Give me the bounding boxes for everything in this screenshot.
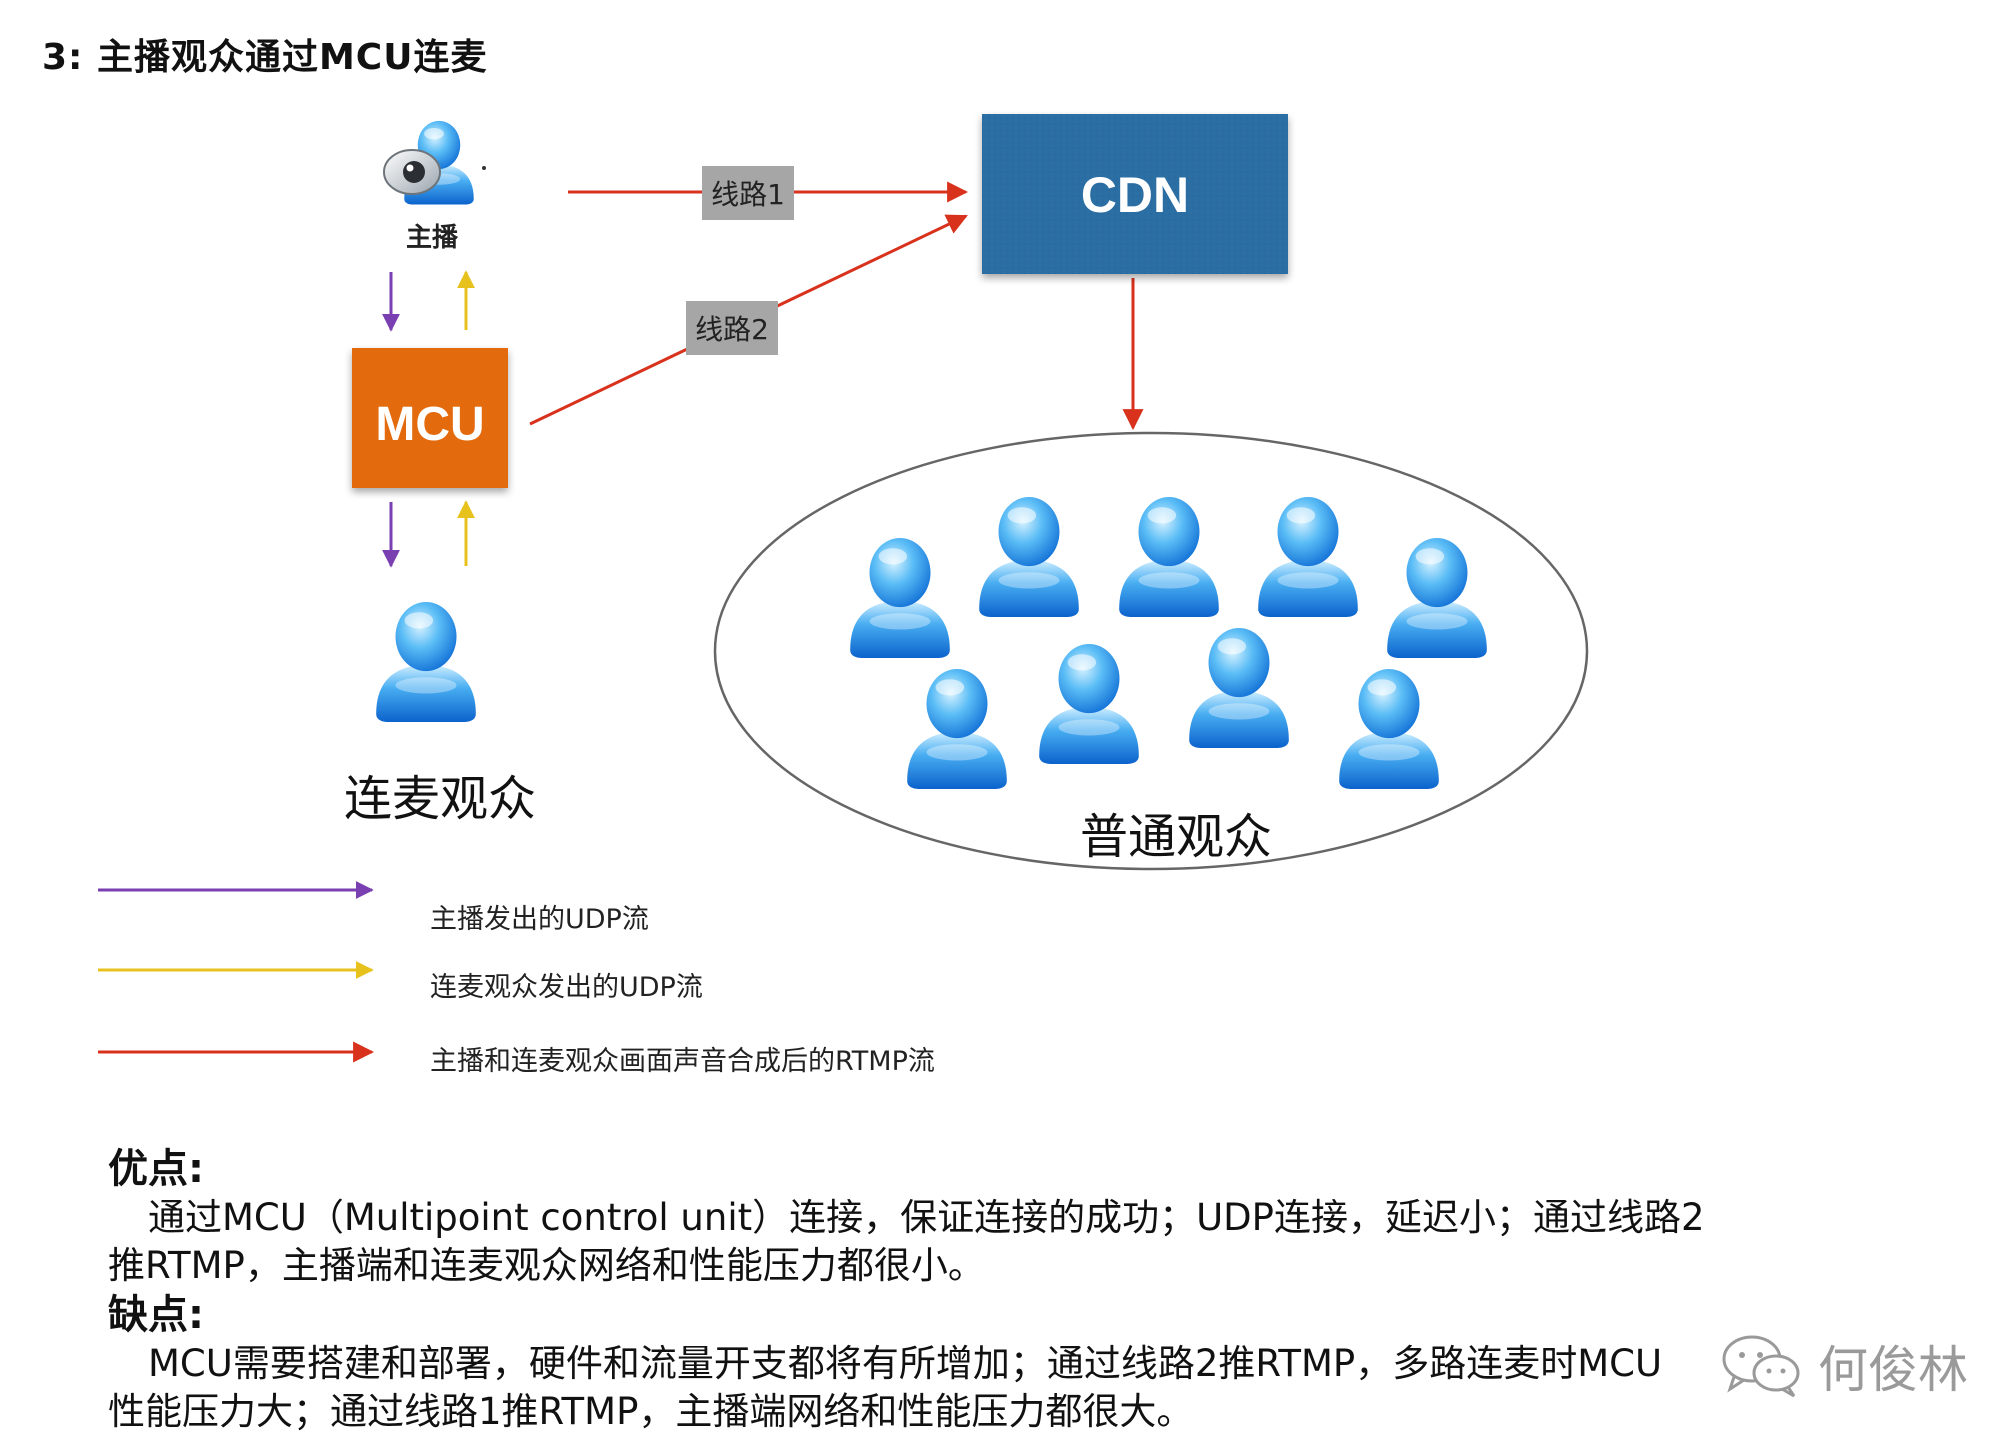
pros-heading: 优点: bbox=[108, 1146, 204, 1192]
cdn-node bbox=[982, 114, 1288, 274]
mcu-label: MCU bbox=[375, 398, 484, 451]
link-viewers-label: 连麦观众 bbox=[344, 771, 536, 827]
mcu-node bbox=[352, 348, 508, 488]
pros-section: 优点: 通过MCU（Multipoint control unit）连接，保证连… bbox=[108, 1144, 1728, 1290]
cons-text: MCU需要搭建和部署，硬件和流量开支都将有所增加；通过线路2推RTMP，多路连麦… bbox=[108, 1342, 1663, 1433]
normal-viewers-label: 普通观众 bbox=[1080, 809, 1272, 865]
cons-section: 缺点: MCU需要搭建和部署，硬件和流量开支都将有所增加；通过线路2推RTMP，… bbox=[108, 1290, 1698, 1436]
legend-label-viewer-udp: 连麦观众发出的UDP流 bbox=[430, 972, 703, 1003]
viewer-user-icon bbox=[1119, 497, 1219, 617]
viewer-user-icon bbox=[979, 497, 1079, 617]
route2-tag: 线路2 bbox=[686, 301, 778, 355]
viewer-user-icon bbox=[907, 669, 1007, 789]
viewer-user-icon bbox=[850, 538, 950, 658]
watermark-text: 何俊林 bbox=[1818, 1341, 1968, 1399]
legend-label-anchor-udp: 主播发出的UDP流 bbox=[430, 904, 649, 935]
normal-viewers-icons bbox=[850, 497, 1487, 789]
webcam-user-icon bbox=[383, 120, 486, 205]
route2-label: 线路2 bbox=[695, 313, 769, 346]
watermark: 何俊林 bbox=[1720, 1330, 1968, 1402]
legend: 主播发出的UDP流 连麦观众发出的UDP流 主播和连麦观众画面声音合成后的RTM… bbox=[98, 881, 935, 1077]
route1-tag: 线路1 bbox=[702, 166, 794, 220]
wechat-icon bbox=[1722, 1335, 1800, 1398]
anchor-label: 主播 bbox=[406, 223, 459, 253]
cdn-label: CDN bbox=[1081, 167, 1189, 223]
viewer-user-icon bbox=[1339, 669, 1439, 789]
viewer-user-icon bbox=[1189, 628, 1289, 748]
page-title: 3: 主播观众通过MCU连麦 bbox=[42, 37, 488, 78]
pros-text: 通过MCU（Multipoint control unit）连接，保证连接的成功… bbox=[108, 1196, 1705, 1287]
viewer-user-icon bbox=[1039, 644, 1139, 764]
normal-viewers-group bbox=[713, 431, 1589, 871]
viewer-user-icon bbox=[1387, 538, 1487, 658]
link-viewer-user-icon bbox=[376, 602, 476, 722]
route1-label: 线路1 bbox=[711, 178, 785, 211]
cons-heading: 缺点: bbox=[108, 1292, 204, 1338]
viewer-user-icon bbox=[1258, 497, 1358, 617]
legend-label-rtmp: 主播和连麦观众画面声音合成后的RTMP流 bbox=[430, 1046, 935, 1077]
